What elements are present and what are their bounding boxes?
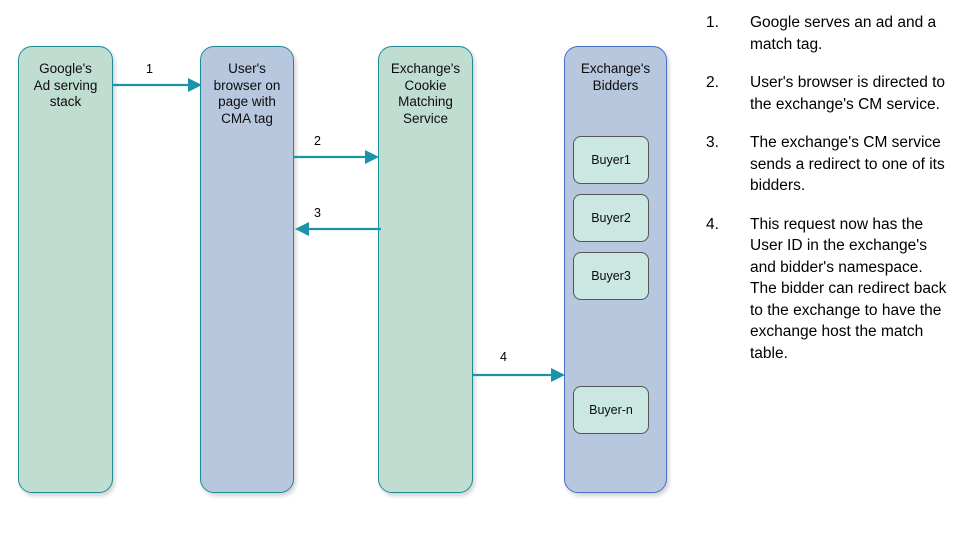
arrow-3-number: 3: [314, 206, 321, 220]
node-cookie-matching-service[interactable]: Exchange's Cookie Matching Service: [378, 46, 473, 493]
node-cms-label: Exchange's Cookie Matching Service: [390, 61, 461, 126]
step-text: This request now has the User ID in the …: [750, 215, 947, 362]
node-browser-label: User's browser on page with CMA tag: [213, 61, 281, 126]
arrow-2: [293, 150, 379, 164]
arrow-3: [295, 222, 381, 236]
list-item: 4. This request now has the User ID in t…: [706, 214, 950, 365]
step-number: 2.: [706, 74, 719, 91]
node-google-label: Google's Ad serving stack: [33, 61, 98, 109]
step-number: 4.: [706, 215, 719, 233]
step-text: User's browser is directed to the exchan…: [750, 74, 946, 113]
arrow-1-number: 1: [146, 62, 153, 76]
buyer-box-1[interactable]: Buyer1: [573, 136, 649, 184]
list-item: 1. Google serves an ad and a match tag.: [706, 12, 950, 55]
steps-list: 1. Google serves an ad and a match tag. …: [706, 12, 950, 381]
list-item: 3. The exchange's CM service sends a red…: [706, 132, 950, 197]
arrow-4-number: 4: [500, 350, 507, 364]
buyer-box-3[interactable]: Buyer3: [573, 252, 649, 300]
node-user-browser[interactable]: User's browser on page with CMA tag: [200, 46, 294, 493]
step-text: The exchange's CM service sends a redire…: [750, 134, 945, 194]
buyer-box-n[interactable]: Buyer-n: [573, 386, 649, 434]
step-number: 1.: [706, 14, 719, 31]
arrow-4: [473, 368, 565, 382]
arrow-1: [112, 78, 202, 92]
step-text: Google serves an ad and a match tag.: [750, 14, 937, 53]
step-number: 3.: [706, 134, 719, 151]
buyer-box-2[interactable]: Buyer2: [573, 194, 649, 242]
node-bidders-label: Exchange's Bidders: [580, 61, 651, 93]
arrow-2-number: 2: [314, 134, 321, 148]
node-google-ad-serving-stack[interactable]: Google's Ad serving stack: [18, 46, 113, 493]
list-item: 2. User's browser is directed to the exc…: [706, 72, 950, 115]
